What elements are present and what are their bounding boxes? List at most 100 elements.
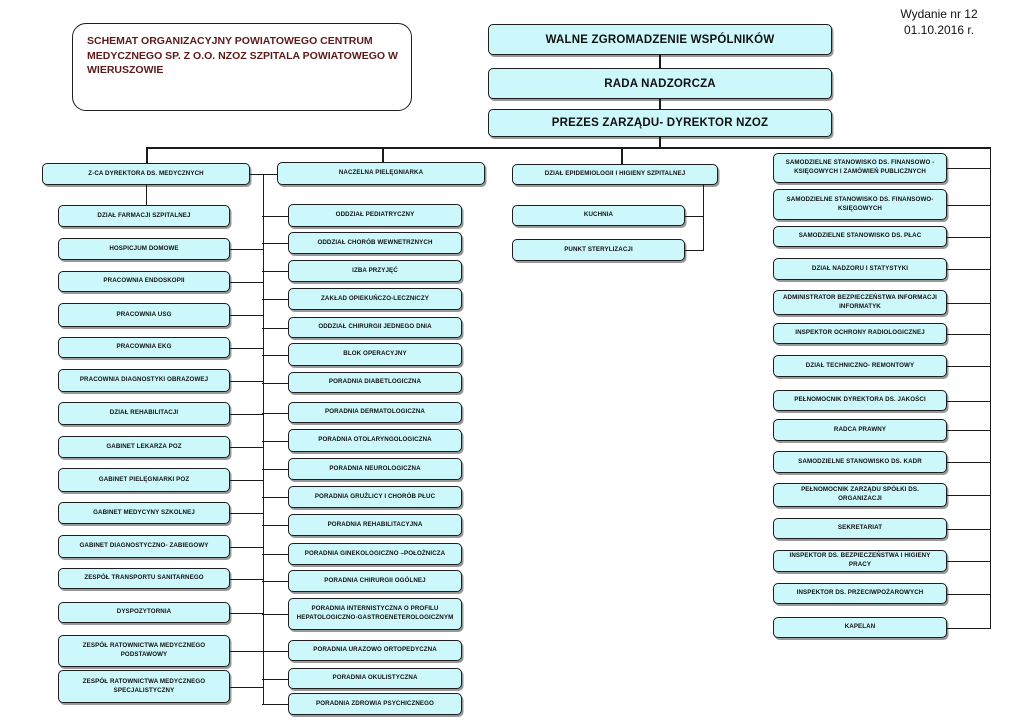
connector-line xyxy=(659,99,661,109)
connector-line xyxy=(146,147,991,149)
org-box: ZESPÓŁ RATOWNICTWA MEDYCZNEGO SPECJALIST… xyxy=(58,670,230,703)
org-box-deputy-director-medical: Z-CA DYREKTORA DS. MEDYCZNYCH xyxy=(42,163,250,185)
connector-line xyxy=(947,269,991,271)
edition-date: 01.10.2016 r. xyxy=(903,22,975,37)
connector-line xyxy=(947,204,991,206)
org-box-epidemiology-dept: DZIAŁ EPIDEMIOLOGII I HIGIENY SZPITALNEJ xyxy=(512,164,718,185)
connector-line xyxy=(262,469,288,471)
org-box: PUNKT STERYLIZACJI xyxy=(512,239,685,261)
connector-line xyxy=(262,243,288,245)
connector-line xyxy=(230,480,264,482)
org-box: ODDZIAŁ CHIRURGII JEDNEGO DNIA xyxy=(288,317,462,338)
org-box: PORADNIA GRUŹLICY I CHORÓB PŁUC xyxy=(288,486,462,508)
org-box: ZESPÓŁ TRANSPORTU SANITARNEGO xyxy=(58,568,230,589)
connector-line xyxy=(947,430,991,432)
connector-line xyxy=(262,581,288,583)
org-box: PORADNIA DIABETLOGICZNA xyxy=(288,372,462,393)
org-box: ODDZIAŁ PEDIATRYCZNY xyxy=(288,204,462,227)
org-box: IZBA PRZYJĘĆ xyxy=(288,260,462,282)
connector-line xyxy=(262,354,288,356)
org-box: ADMINISTRATOR BEZPIECZEŃSTWA INFORMACJI … xyxy=(773,290,947,315)
connector-line xyxy=(230,281,264,283)
connector-line xyxy=(262,704,288,706)
org-box: ZAKŁAD OPIEKUŃCZO-LECZNICZY xyxy=(288,288,462,310)
org-box: DZIAŁ TECHNICZNO- REMONTOWY xyxy=(773,355,947,377)
org-box: KUCHNIA xyxy=(512,205,685,226)
org-box: PORADNIA GINEKOLOGICZNO –POŁOŻNICZA xyxy=(288,543,462,565)
connector-line xyxy=(947,333,991,335)
org-box: BLOK OPERACYJNY xyxy=(288,343,462,366)
connector-line xyxy=(947,168,991,170)
org-box: SAMODZIELNE STANOWISKO DS. FINANSOWO - K… xyxy=(773,153,947,183)
connector-line xyxy=(262,497,288,499)
connector-line xyxy=(621,147,623,165)
org-box: PEŁNOMOCNIK DYREKTORA DS. JAKOŚCI xyxy=(773,390,947,411)
org-box: PORADNIA DERMATOLOGICZNA xyxy=(288,402,462,423)
org-box: GABINET MEDYCYNY SZKOLNEJ xyxy=(58,502,230,524)
org-box: PRACOWNIA DIAGNOSTYKI OBRAZOWEJ xyxy=(58,369,230,392)
org-box: ZESPÓŁ RATOWNICTWA MEDYCZNEGO PODSTAWOWY xyxy=(58,635,230,667)
org-box: SAMODZIELNE STANOWISKO DS. PŁAC xyxy=(773,226,947,247)
connector-line xyxy=(230,612,264,614)
connector-line xyxy=(262,382,288,384)
connector-line xyxy=(947,462,991,464)
connector-line xyxy=(262,299,288,301)
connector-line xyxy=(230,578,264,580)
connector-line xyxy=(230,249,264,251)
org-box: PORADNIA OKULISTYCZNA xyxy=(288,668,462,689)
org-box: DZIAŁ FARMACJI SZPITALNEJ xyxy=(58,205,230,227)
org-box: INSPEKTOR DS. BEZPIECZEŃSTWA I HIGIENY P… xyxy=(773,550,947,572)
connector-line xyxy=(947,561,991,563)
connector-line xyxy=(989,147,992,629)
connector-line xyxy=(947,528,991,530)
connector-line xyxy=(659,137,661,147)
org-box: INSPEKTOR OCHRONY RADIOLOGICZNEJ xyxy=(773,323,947,344)
page-title: SCHEMAT ORGANIZACYJNY POWIATOWEGO CENTRU… xyxy=(87,35,398,77)
org-box: KAPELAN xyxy=(773,617,947,638)
connector-line xyxy=(262,412,288,414)
org-box: GABINET PIELĘGNIARKI POZ xyxy=(58,468,230,492)
connector-line xyxy=(685,250,704,252)
title-box: SCHEMAT ORGANIZACYJNY POWIATOWEGO CENTRU… xyxy=(72,23,412,111)
connector-line xyxy=(659,55,661,68)
connector-line xyxy=(947,400,991,402)
connector-line xyxy=(262,327,288,329)
org-box: PORADNIA NEUROLOGICZNA xyxy=(288,458,462,480)
org-box: SAMODZIELNE STANOWISKO DS. KADR xyxy=(773,451,947,473)
org-box: PRACOWNIA ENDOSKOPII xyxy=(58,271,230,292)
org-box: PORADNIA REHABILITACYJNA xyxy=(288,514,462,536)
org-box-president-director: PREZES ZARZĄDU- DYREKTOR NZOZ xyxy=(488,109,832,137)
connector-line xyxy=(230,315,264,317)
connector-line xyxy=(230,413,264,415)
org-box: GABINET DIAGNOSTYCZNO- ZABIEGOWY xyxy=(58,535,230,558)
org-box: PRACOWNIA USG xyxy=(58,303,230,327)
connector-line xyxy=(702,185,705,251)
connector-line xyxy=(230,447,264,449)
connector-line xyxy=(230,546,264,548)
org-box: DZIAŁ NADZORU I STATYSTYKI xyxy=(773,258,947,280)
edition-info: Wydanie nr 12 01.10.2016 r. xyxy=(880,7,998,38)
org-box-supervisory-board: RADA NADZORCZA xyxy=(488,68,832,99)
connector-line xyxy=(262,174,265,705)
org-box: PEŁNOMOCNIK ZARZĄDU SPÓŁKI DS. ORGANIZAC… xyxy=(773,483,947,507)
connector-line xyxy=(146,147,148,164)
connector-line xyxy=(230,347,264,349)
org-box: DYSPOZYTORNIA xyxy=(58,602,230,623)
connector-line xyxy=(947,366,991,368)
connector-line xyxy=(230,380,264,382)
org-box: HOSPICJUM DOMOWE xyxy=(58,238,230,260)
connector-line xyxy=(947,302,991,304)
connector-line xyxy=(382,147,384,163)
connector-line xyxy=(262,650,288,652)
connector-line xyxy=(947,627,991,629)
org-box-shareholders-assembly: WALNE ZGROMADZENIE WSPÓLNIKÓW xyxy=(488,24,832,55)
org-box: RADCA PRAWNY xyxy=(773,419,947,441)
org-box: SAMODZIELNE STANOWISKO DS. FINANSOWO- KS… xyxy=(773,189,947,220)
connector-line xyxy=(230,686,264,688)
org-box: PORADNIA CHIRURGII OGÓLNEJ xyxy=(288,570,462,592)
org-box: PORADNIA OTOLARYNGOLOGICZNA xyxy=(288,429,462,452)
connector-line xyxy=(262,440,288,442)
org-box: DZIAŁ REHABILITACJI xyxy=(58,402,230,425)
org-box: ODDZIAŁ CHORÓB WEWNETRZNYCH xyxy=(288,232,462,254)
